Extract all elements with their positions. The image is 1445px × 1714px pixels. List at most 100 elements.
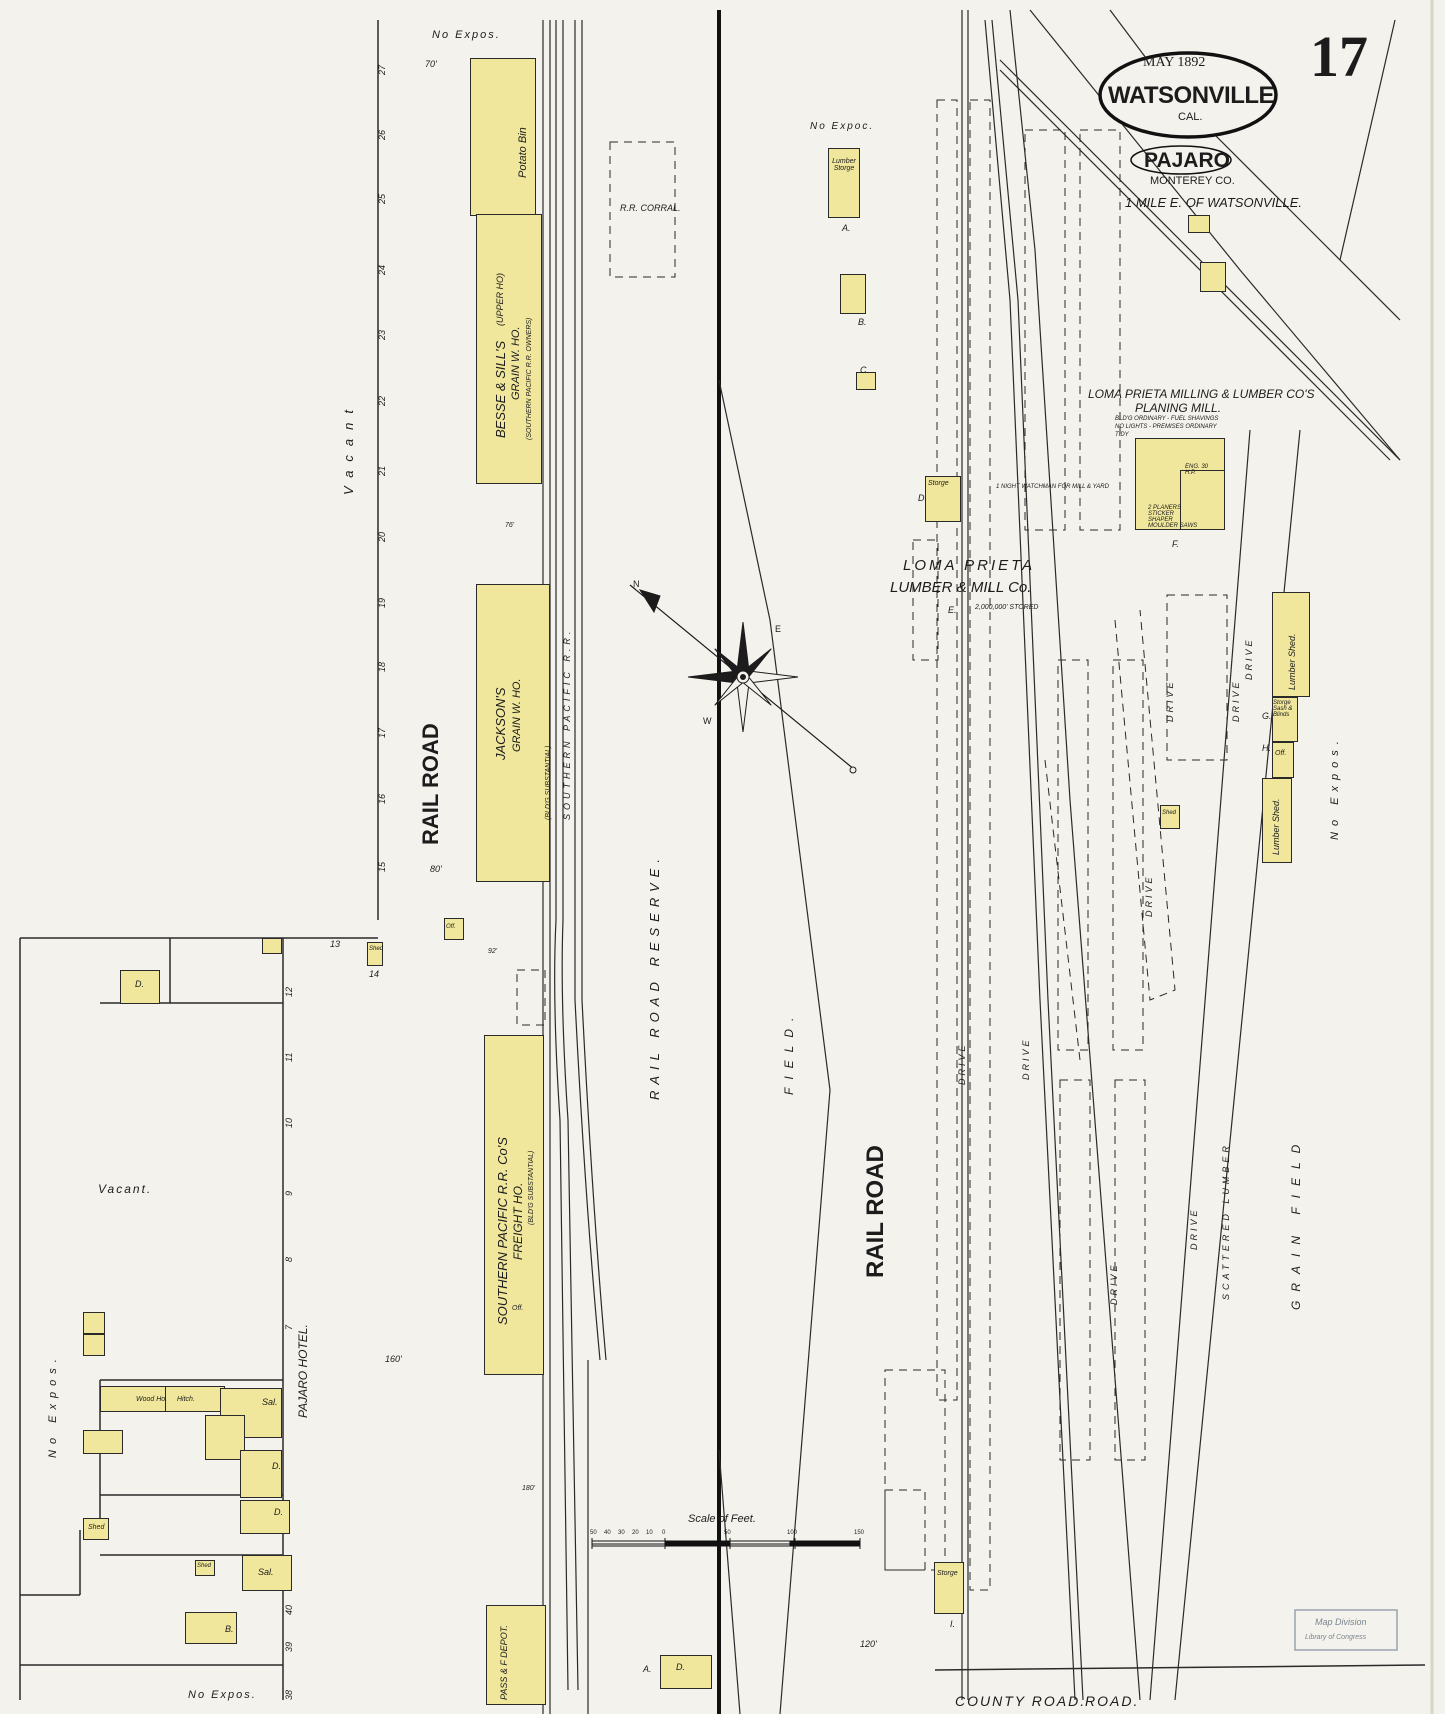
- planing-mill-note-2: NO LIGHTS - PREMISES ORDINARY: [1115, 424, 1217, 430]
- rail-road-center-label: RAIL ROAD: [862, 1145, 889, 1278]
- pajaro-oval: [1130, 145, 1232, 175]
- building-hotel-x3: [83, 1430, 123, 1454]
- shed-label-1: Shed: [88, 1524, 105, 1531]
- planing-mill-title: LOMA PRIETA MILLING & LUMBER CO'S: [1088, 387, 1315, 401]
- drive-label-7: DRIVE: [1231, 679, 1241, 722]
- building-storage-d: [925, 476, 961, 522]
- letter-i: I.: [950, 1619, 956, 1629]
- night-watchman-label: 1 NIGHT WATCHMAN FOR MILL & YARD: [996, 484, 1109, 490]
- sheet-county: MONTEREY CO.: [1150, 175, 1235, 187]
- building-hotel-shed2: [195, 1560, 215, 1576]
- rail-road-left-label: RAIL ROAD: [418, 723, 443, 845]
- besse-sills-upper: (UPPER HO): [495, 272, 505, 326]
- scale-tick-0: 50: [590, 1530, 597, 1536]
- lot-8: 8: [284, 1256, 294, 1262]
- lumber-scattered-label: SCATTERED LUMBER: [1221, 1142, 1231, 1300]
- sp-freight-sub: FREIGHT HO.: [511, 1182, 525, 1260]
- drive-label-3: DRIVE: [1109, 1262, 1119, 1305]
- field-outline: [718, 379, 831, 1714]
- lumber-stored-label: 2,000,000' STORED: [975, 604, 1039, 611]
- building-lumber-shed-g: [1272, 592, 1310, 697]
- no-expos-top-label: No Expos.: [432, 29, 501, 41]
- rr-corral-label: R.R. CORRAL.: [620, 203, 681, 213]
- sheet-locality-note: 1 MILE E. OF WATSONVILLE.: [1125, 195, 1302, 210]
- scale-bar: [591, 1538, 861, 1549]
- drive-label-8: DRIVE: [1244, 637, 1254, 680]
- letter-e: E.: [948, 605, 957, 615]
- building-small-off: [444, 918, 464, 940]
- building-hotel-mid: [205, 1415, 245, 1460]
- compass-rose: [629, 584, 857, 774]
- compass-e: E: [775, 624, 782, 634]
- planers-label: 2 PLANERS STICKER SHAPER MOULDER SAWS: [1148, 505, 1198, 529]
- loma-prieta-label-2: LUMBER & MILL Co.: [890, 579, 1032, 596]
- county-road-label-2: ROAD.: [1085, 1693, 1140, 1709]
- letter-a-bottom: A.: [643, 1664, 652, 1674]
- sp-freight-note: (BLD'G SUBSTANTIAL): [528, 1150, 535, 1225]
- lot-15: 15: [377, 861, 387, 872]
- lot-12: 12: [284, 986, 294, 997]
- jacksons-note: (BLD'G SUBSTANTIAL): [545, 745, 552, 820]
- building-hotel-sal: [242, 1555, 292, 1591]
- building-hotel-x1: [83, 1312, 105, 1334]
- sheet-state: CAL.: [1178, 111, 1203, 123]
- letter-d: D.: [918, 493, 927, 503]
- dim-120: 120': [860, 1639, 877, 1649]
- saloon-label-1: Sal.: [262, 1397, 278, 1407]
- lot-7: 7: [284, 1324, 294, 1330]
- dim-160: 160': [385, 1354, 402, 1364]
- sheet-date: MAY 1892: [1143, 55, 1206, 70]
- shed-label-4: Shed: [197, 1563, 212, 1569]
- building-hotel-d1: [240, 1450, 282, 1498]
- letter-a-top: A.: [842, 223, 851, 233]
- besse-sills-sub: GRAIN W. HO.: [510, 326, 522, 400]
- lot-20: 20: [377, 531, 387, 542]
- sheet-number: 17: [1310, 24, 1368, 89]
- building-c: [856, 372, 876, 390]
- dim-80: 80': [430, 864, 442, 874]
- building-potato-bin: [470, 58, 536, 216]
- county-road-line: [934, 1664, 1426, 1671]
- lot-9: 9: [284, 1190, 294, 1196]
- sheet-town: WATSONVILLE: [1108, 82, 1275, 109]
- lot-39: 39: [284, 1641, 294, 1652]
- lot-27: 27: [377, 64, 387, 75]
- shed-label-3: Shed: [1162, 810, 1177, 816]
- planing-mill-note-1: BLD'G ORDINARY - FUEL SHAVINGS: [1115, 416, 1219, 422]
- d-label-4: D.: [676, 1662, 685, 1672]
- drive-label-4: DRIVE: [1189, 1207, 1199, 1250]
- scale-title: Scale of Feet.: [688, 1513, 756, 1525]
- library-stamp-box: [1294, 1609, 1398, 1651]
- field-label: FIELD.: [782, 1009, 796, 1095]
- building-off-h: [1272, 742, 1294, 778]
- storage-i-label: Storge: [937, 1570, 958, 1577]
- shed-label-2: Shed: [369, 946, 384, 952]
- right-tracks: [961, 9, 1401, 1701]
- no-expos-right-label: No Expos.: [1329, 735, 1341, 840]
- building-small-ne2: [1200, 262, 1226, 292]
- lot-38: 38: [284, 1689, 294, 1700]
- scale-tick-4: 10: [646, 1530, 653, 1536]
- lot-11: 11: [284, 1052, 294, 1062]
- building-hotel-shed: [83, 1518, 109, 1540]
- loma-prieta-label: LOMA PRIETA: [903, 557, 1036, 574]
- building-13: [262, 938, 282, 954]
- letter-f: F.: [1172, 539, 1179, 549]
- jacksons-sub: GRAIN W. HO.: [511, 678, 523, 752]
- lot-16: 16: [377, 793, 387, 804]
- lot-23: 23: [377, 329, 387, 340]
- scale-tick-5: 0: [662, 1530, 666, 1536]
- title-oval: [1098, 51, 1278, 139]
- building-hotel-hitch: [165, 1386, 225, 1412]
- planing-mill-title-2: PLANING MILL.: [1135, 401, 1222, 415]
- pass-depot-label: PASS & F DEPOT.: [499, 1625, 509, 1700]
- building-shed-center: [1160, 805, 1180, 829]
- scale-tick-2: 30: [618, 1530, 625, 1536]
- vacant-bottom-label: Vacant.: [98, 1182, 153, 1196]
- stamp-line-2: Library of Congress: [1305, 1634, 1367, 1641]
- grain-field-label: GRAIN FIELD: [1289, 1135, 1303, 1310]
- scale-tick-1: 40: [604, 1530, 611, 1536]
- building-storage-i: [934, 1562, 964, 1614]
- building-sp-freight: [484, 1035, 544, 1375]
